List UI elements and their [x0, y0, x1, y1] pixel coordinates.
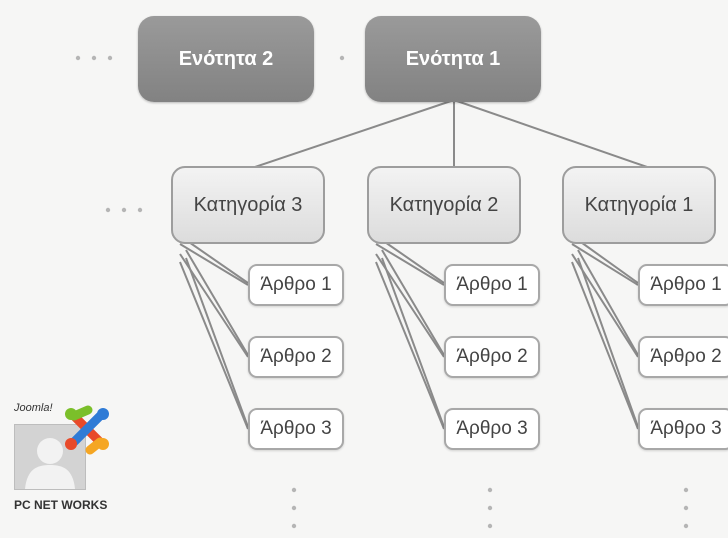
ellipsis-dot: [487, 487, 493, 493]
connector-line: [375, 261, 445, 430]
section-label: Ενότητα 1: [405, 47, 501, 70]
article-label: Άρθρο 2: [456, 346, 528, 367]
section-box-2: Ενότητα 2: [138, 16, 314, 102]
category-label: Κατηγορία 3: [193, 193, 303, 216]
connector-line: [381, 257, 445, 428]
article-box: Άρθρο 3: [444, 408, 540, 450]
article-label: Άρθρο 2: [260, 346, 332, 367]
article-label: Άρθρο 1: [260, 274, 332, 295]
ellipsis-dot: [683, 487, 689, 493]
article-label: Άρθρο 3: [456, 418, 528, 439]
ellipsis-dot: [683, 523, 689, 529]
article-box: Άρθρο 1: [248, 264, 344, 306]
connector-line: [375, 243, 445, 286]
ellipsis-dot: [291, 523, 297, 529]
ellipsis-dot: [137, 207, 143, 213]
article-box: Άρθρο 2: [444, 336, 540, 378]
category-box-3: Κατηγορία 3: [171, 166, 325, 244]
category-box-1: Κατηγορία 1: [562, 166, 716, 244]
ellipsis-dot: [683, 505, 689, 511]
ellipsis-dot: [75, 55, 81, 61]
avatar-placeholder: [14, 424, 86, 490]
joomla-wordmark: Joomla!: [14, 402, 53, 414]
article-box: Άρθρο 2: [638, 336, 728, 378]
article-box: Άρθρο 3: [638, 408, 728, 450]
ellipsis-dot: [339, 55, 345, 61]
section-box-1: Ενότητα 1: [365, 16, 541, 102]
section-label: Ενότητα 2: [178, 47, 274, 70]
article-label: Άρθρο 2: [650, 346, 722, 367]
ellipsis-dot: [107, 55, 113, 61]
connector-line: [571, 243, 639, 286]
connector-line: [577, 239, 639, 284]
article-box: Άρθρο 1: [444, 264, 540, 306]
article-box: Άρθρο 3: [248, 408, 344, 450]
connector-line: [185, 257, 249, 428]
connector-line: [453, 99, 651, 169]
connector-line: [179, 261, 249, 430]
connector-line: [577, 249, 639, 356]
ellipsis-dot: [487, 505, 493, 511]
ellipsis-dot: [291, 487, 297, 493]
category-label: Κατηγορία 1: [584, 193, 694, 216]
connector-line: [577, 257, 639, 428]
ellipsis-dot: [487, 523, 493, 529]
connector-line: [185, 239, 249, 284]
article-label: Άρθρο 3: [650, 418, 722, 439]
article-box: Άρθρο 2: [248, 336, 344, 378]
category-label: Κατηγορία 2: [389, 193, 499, 216]
connector-line: [571, 261, 639, 430]
joomla-logo-icon: [65, 405, 109, 455]
article-label: Άρθρο 1: [456, 274, 528, 295]
ellipsis-dot: [105, 207, 111, 213]
category-box-2: Κατηγορία 2: [367, 166, 521, 244]
connector-line: [179, 243, 249, 286]
connector-line: [381, 239, 445, 284]
connector-line: [251, 99, 455, 169]
ellipsis-dot: [121, 207, 127, 213]
article-label: Άρθρο 1: [650, 274, 722, 295]
connector-line: [185, 249, 249, 356]
ellipsis-dot: [91, 55, 97, 61]
article-box: Άρθρο 1: [638, 264, 728, 306]
ellipsis-dot: [291, 505, 297, 511]
connector-line: [381, 249, 445, 356]
brand-name: PC NET WORKS: [14, 498, 108, 512]
article-label: Άρθρο 3: [260, 418, 332, 439]
